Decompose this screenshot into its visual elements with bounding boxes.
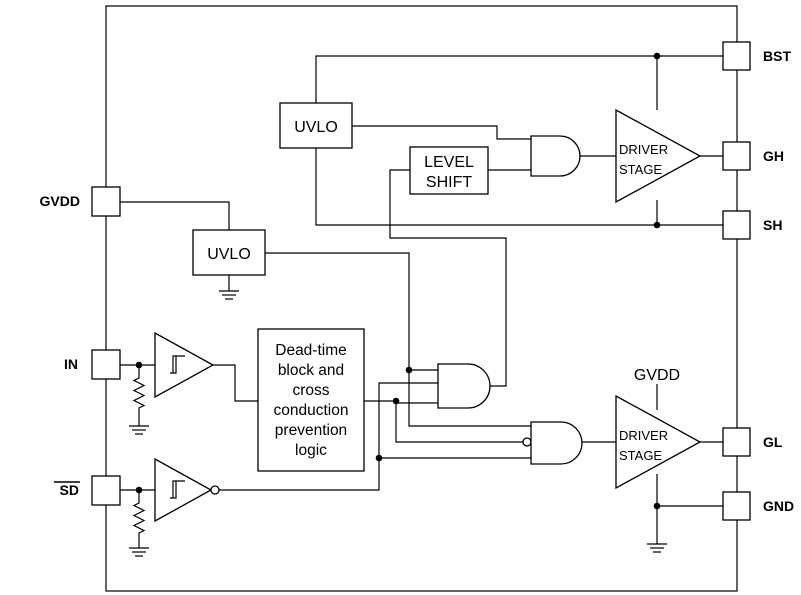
driver-high-line1: DRIVER xyxy=(619,142,668,157)
level-shift-box xyxy=(409,146,489,195)
pin-gl: GL xyxy=(722,427,783,457)
svg-text:logic: logic xyxy=(295,442,327,459)
uvlo-high-box xyxy=(279,102,353,149)
chip-outline xyxy=(105,5,738,592)
pin-gh-label: GH xyxy=(763,148,784,164)
junction-sh xyxy=(653,221,661,229)
resistor-sd xyxy=(132,490,146,548)
driver-high-line2: STAGE xyxy=(619,162,662,177)
svg-text:conduction: conduction xyxy=(274,402,349,419)
gvdd-supply-label: GVDD xyxy=(634,367,680,384)
wire-uvlo-and xyxy=(352,125,531,140)
pin-sd-label: SD xyxy=(60,482,79,498)
pin-gvdd-label: GVDD xyxy=(40,193,80,209)
uvlo-high-label: UVLO xyxy=(294,119,338,136)
pin-gnd: GND xyxy=(722,491,794,521)
and-gate-mid xyxy=(437,363,491,409)
uvlo-low-label: UVLO xyxy=(207,246,251,263)
deadtime-label: Dead-time block and cross conduction pre… xyxy=(274,342,349,459)
pin-in-label: IN xyxy=(64,356,78,372)
ground-symbol-sd xyxy=(129,547,149,557)
pin-bst: BST xyxy=(722,41,791,71)
level-shift-line1: LEVEL xyxy=(424,154,474,171)
svg-text:block and: block and xyxy=(278,362,344,379)
pin-bst-label: BST xyxy=(763,48,791,64)
resistor-in xyxy=(132,365,146,426)
wire-uvlo-low xyxy=(265,252,531,427)
wire-and-to-levelshift xyxy=(389,169,507,387)
pin-gnd-label: GND xyxy=(763,498,794,514)
wire-in-deadtime xyxy=(213,364,258,402)
pin-sh: SH xyxy=(722,210,782,240)
ground-symbol-gnd xyxy=(647,543,667,553)
svg-text:prevention: prevention xyxy=(275,422,347,439)
wire-sd xyxy=(219,382,438,491)
pin-sd: SD xyxy=(54,475,121,506)
deadtime-box xyxy=(257,328,365,472)
driver-low-line2: STAGE xyxy=(619,448,662,463)
schmitt-icon-sd xyxy=(170,480,185,499)
pin-in: IN xyxy=(64,349,121,380)
wire-deadtime-low xyxy=(395,401,523,443)
and-gate-high xyxy=(530,135,581,177)
level-shift-line2: SHIFT xyxy=(426,174,472,191)
ground-symbol-uvlo xyxy=(219,290,239,300)
driver-stage-high xyxy=(615,108,702,204)
schmitt-inverter-sd xyxy=(154,457,213,523)
pin-gh: GH xyxy=(722,141,784,171)
sh-rail xyxy=(315,148,723,226)
and-gate-low xyxy=(530,421,583,465)
pin-gvdd: GVDD xyxy=(40,186,121,217)
schmitt-buffer-in xyxy=(154,331,215,399)
ground-symbol-in xyxy=(129,425,149,435)
bst-rail xyxy=(315,55,723,103)
driver-low-line1: DRIVER xyxy=(619,428,668,443)
inverting-input-bubble xyxy=(522,437,532,447)
pin-gl-label: GL xyxy=(763,434,783,450)
pin-sh-label: SH xyxy=(763,217,782,233)
junction-bst xyxy=(653,52,661,60)
wire-gvdd xyxy=(120,201,230,230)
svg-text:Dead-time: Dead-time xyxy=(275,342,347,359)
svg-text:cross: cross xyxy=(292,382,329,399)
driver-stage-low xyxy=(615,394,702,490)
schmitt-icon-in xyxy=(170,355,185,374)
